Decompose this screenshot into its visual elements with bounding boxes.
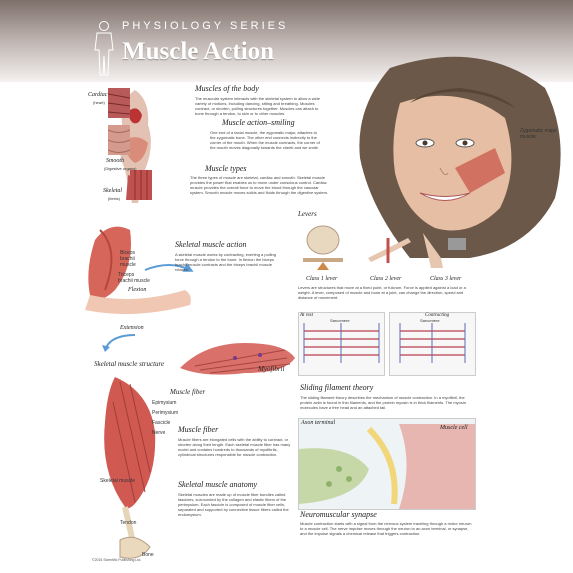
footer-copyright: ©2015 Scientific Publishing Ltd. <box>92 558 142 562</box>
muscle-fiber-heading-2: Muscle fiber <box>178 425 219 434</box>
extension-label: Extension <box>120 325 144 331</box>
neuromuscular-synapse-diagram <box>299 424 475 509</box>
cardiac-label: Cardiac <box>88 92 108 98</box>
muscles-of-body-heading: Muscles of the body <box>195 84 259 93</box>
anatomy-heading: Skeletal muscle anatomy <box>178 480 258 489</box>
muscle-fiber-heading: Muscle fiber <box>170 388 206 396</box>
types-text: The three types of muscle are skeletal, … <box>190 175 329 195</box>
action-text: A skeletal muscle works by contracting, … <box>175 252 276 272</box>
cardiac-muscle-icon <box>108 88 130 118</box>
synapse-heading: Neuromuscular synapse <box>300 510 377 519</box>
skeletal-muscle-icon <box>130 170 152 200</box>
skeletal-sub-label: (limbs) <box>108 196 120 201</box>
smooth-sub-label: (Digestive organs) <box>104 166 137 171</box>
series-label: PHYSIOLOGY SERIES <box>122 20 289 32</box>
axon-terminal-heading: Axon terminal <box>301 420 336 426</box>
tendon-label: Tendon <box>120 520 137 526</box>
biceps-label: Biceps brachii muscle <box>120 250 136 268</box>
levers-illustration <box>303 225 466 270</box>
contracting-sarcomere-diagram <box>399 323 466 363</box>
arm-flexion-illustration <box>85 226 194 314</box>
levers-text: Levers are structures that move at a fix… <box>298 285 466 300</box>
page-title: Muscle Action <box>122 38 275 65</box>
smiling-text: One end of a facial muscle, the zygomati… <box>210 130 320 150</box>
muscle-cell-heading: Muscle cell <box>440 425 468 431</box>
epimysium-label: Epimysium <box>152 400 177 406</box>
synapse-text: Muscle contraction starts with a signal … <box>300 521 472 536</box>
myofibril-heading: Myofibril <box>258 365 285 373</box>
sliding-filament-heading: Sliding filament theory <box>300 383 374 392</box>
fascicle-label: Fascicle <box>152 420 171 426</box>
levers-heading: Levers <box>298 210 317 218</box>
fiber-text: Muscle fibers are elongated cells with t… <box>178 437 291 457</box>
extension-arrow-icon <box>102 334 136 352</box>
contracting-panel <box>389 312 476 376</box>
sarcomere-label: Sarcomere <box>330 318 350 323</box>
class2-label: Class 2 lever <box>370 276 402 282</box>
intro-text: The muscular system interacts with the s… <box>195 96 320 116</box>
contracting-heading: Contracting <box>425 313 450 318</box>
skeletal-action-heading: Skeletal muscle action <box>175 240 247 249</box>
zygomatic-label: Zygomatic major muscle <box>520 128 557 140</box>
muscle-fiber-illustration <box>180 343 295 375</box>
smiling-heading: Muscle action–smiling <box>222 118 295 127</box>
skeletal-muscle-label: Skeletal muscle <box>100 478 136 484</box>
triceps-label: Triceps brachii muscle <box>118 272 150 284</box>
skeletal-structure-heading: Skeletal muscle structure <box>94 360 165 368</box>
smooth-muscle-icon <box>108 125 130 155</box>
class3-label: Class 3 lever <box>430 276 462 282</box>
human-figure-icon <box>94 21 114 76</box>
skeletal-label: Skeletal <box>103 188 122 194</box>
skeletal-muscle-structure-illustration <box>104 377 156 559</box>
class1-label: Class 1 lever <box>306 276 338 282</box>
smooth-label: Smooth <box>106 158 124 164</box>
synapse-panel <box>298 418 476 510</box>
sliding-text: The sliding filament theory describes th… <box>300 395 467 410</box>
anatomy-text: Skeletal muscles are made up of muscle f… <box>178 492 289 517</box>
sarcomere-label-2: Sarcomere <box>420 318 440 323</box>
flexion-label: Flexion <box>128 287 147 293</box>
at-rest-sarcomere-diagram <box>303 323 380 363</box>
at-rest-panel <box>298 312 385 376</box>
cardiac-sub-label: (heart) <box>93 100 105 105</box>
muscle-types-heading: Muscle types <box>205 164 247 173</box>
bone-label: Bone <box>142 552 154 558</box>
nerve-label: Nerve <box>152 430 166 436</box>
perimysium-label: Perimysium <box>152 410 179 416</box>
at-rest-heading: At rest <box>300 313 314 318</box>
smiling-face-illustration <box>359 56 561 258</box>
